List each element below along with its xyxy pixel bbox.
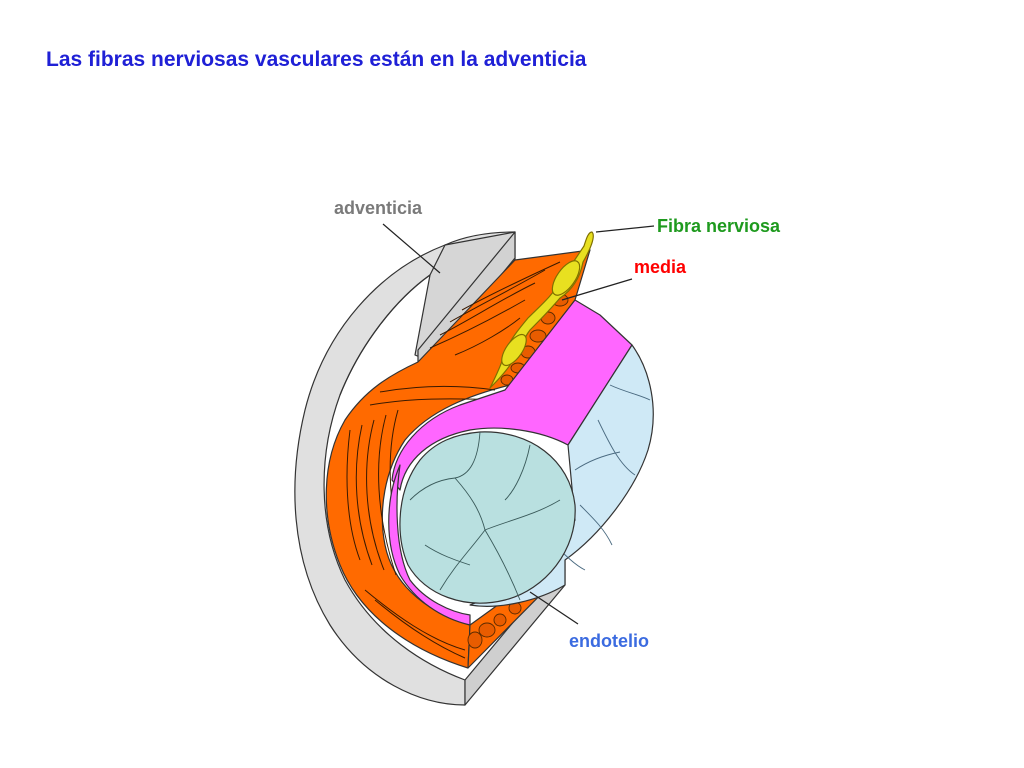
intima-ring [388, 464, 471, 626]
leader-adventicia [382, 223, 441, 274]
leader-media [561, 278, 633, 301]
label-endotelio: endotelio [569, 631, 649, 651]
fibra-nerviosa-varicosity-2 [501, 333, 527, 367]
label-media: media [634, 257, 687, 277]
label-adventicia: adventicia [334, 198, 423, 218]
fibra-nerviosa-varicosity-1 [551, 260, 581, 296]
intima-layer [391, 299, 633, 491]
leader-fibra-nerviosa [595, 225, 655, 233]
label-fibra-nerviosa: Fibra nerviosa [657, 216, 781, 236]
adventicia-inner-edge [339, 274, 431, 396]
page-title: Las fibras nerviosas vasculares están en… [46, 48, 587, 71]
endotelio-lumen [399, 431, 576, 604]
leader-endotelio [529, 591, 579, 625]
